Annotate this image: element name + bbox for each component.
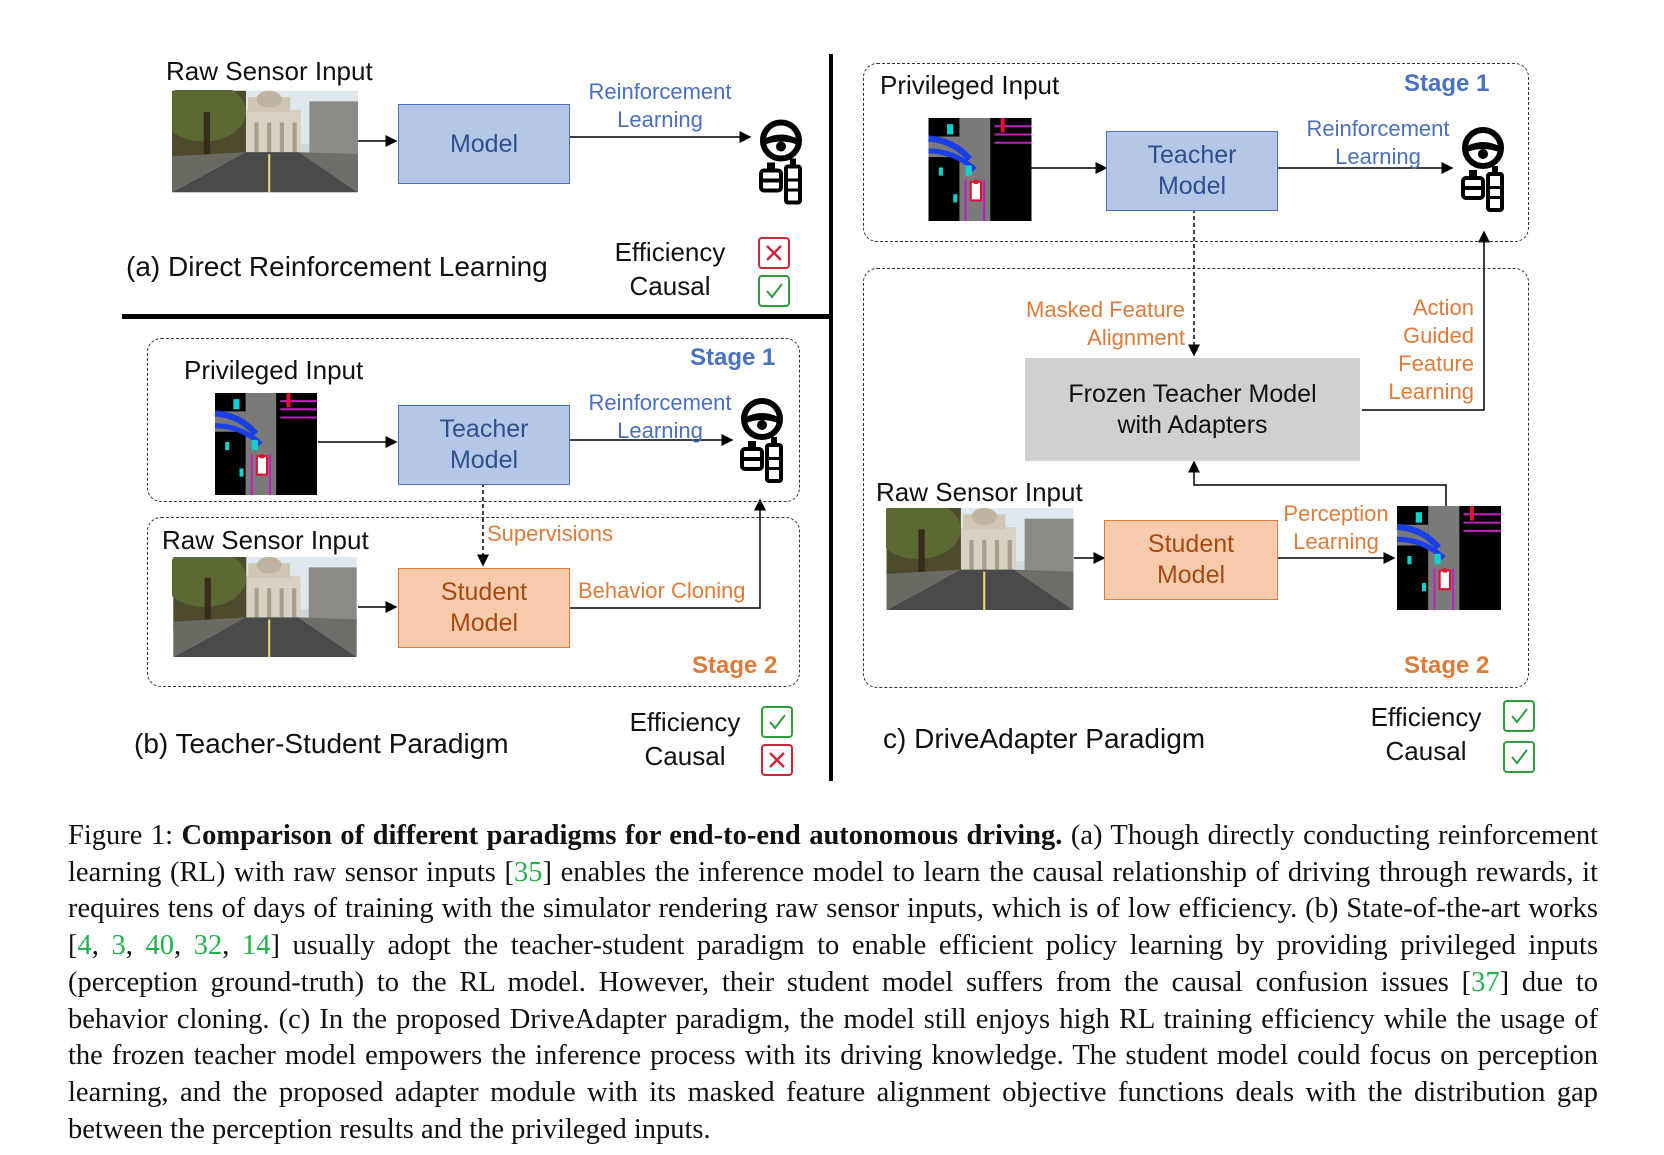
privileged-label: Privileged Input [880, 70, 1060, 100]
figure-caption: Figure 1: Comparison of different paradi… [68, 820, 1599, 1145]
raw-sensor-label: Raw Sensor Input [162, 525, 369, 555]
horizontal-divider [122, 314, 831, 319]
citation-link[interactable]: 37 [1471, 966, 1500, 998]
stage1-box [863, 63, 1529, 242]
efficiency-cross-icon [758, 237, 790, 269]
causal-check-icon [1503, 741, 1535, 773]
bev-image [928, 118, 1032, 221]
street-image [172, 90, 358, 193]
bev-image [214, 393, 318, 495]
caption-text: (a) Though directly conducting reinforce… [68, 820, 1599, 888]
caption-prefix: Figure 1: [68, 820, 182, 851]
street-image [886, 508, 1074, 610]
causal-cross-icon [761, 744, 793, 776]
bev-image [1396, 506, 1502, 610]
efficiency-check-icon [1503, 700, 1535, 732]
raw-sensor-label: Raw Sensor Input [166, 56, 373, 86]
raw-sensor-label: Raw Sensor Input [876, 477, 1083, 507]
stage2-box [147, 517, 800, 687]
panel-b-caption: (b) Teacher-Student Paradigm [134, 728, 509, 759]
steering-pedals-icon [737, 392, 787, 492]
stage1-box [147, 338, 800, 502]
efficiency-check-icon [761, 706, 793, 738]
stage2-label: Stage 2 [692, 652, 778, 679]
connector-lines [318, 131, 1490, 613]
stage1-label: Stage 1 [1404, 70, 1490, 97]
caption-text: ] enables the inference model to learn t… [68, 856, 1598, 962]
caption-text: ] usually adopt the teacher-student para… [68, 930, 1599, 998]
steering-pedals-icon [756, 106, 806, 221]
privileged-label: Privileged Input [184, 355, 364, 385]
citation-link[interactable]: 32 [193, 930, 223, 962]
panel-a-caption: (a) Direct Reinforcement Learning [126, 251, 548, 282]
stage2-box [863, 268, 1529, 688]
causal-check-icon [758, 275, 790, 307]
model-box: Model [398, 104, 570, 184]
stage2-label: Stage 2 [1404, 652, 1490, 679]
supervisions-label: Supervisions [487, 521, 613, 546]
citation-link[interactable]: 14 [241, 930, 271, 962]
caption-title: Comparison of different paradigms for en… [181, 820, 1063, 851]
caption-text: ] due to behavior cloning. (c) In the pr… [68, 966, 1599, 1145]
citation-link[interactable]: 4 [77, 930, 92, 962]
behavior-cloning-label: Behavior Cloning [578, 578, 746, 603]
vertical-divider [829, 54, 833, 781]
steering-pedals-icon [1458, 116, 1508, 226]
citation-link[interactable]: 35 [513, 856, 543, 888]
street-image [172, 557, 358, 657]
citation-link[interactable]: 40 [145, 930, 174, 962]
citation-link[interactable]: 3 [111, 930, 126, 962]
stage1-label: Stage 1 [690, 344, 776, 371]
panel-c-caption: c) DriveAdapter Paradigm [883, 723, 1206, 754]
